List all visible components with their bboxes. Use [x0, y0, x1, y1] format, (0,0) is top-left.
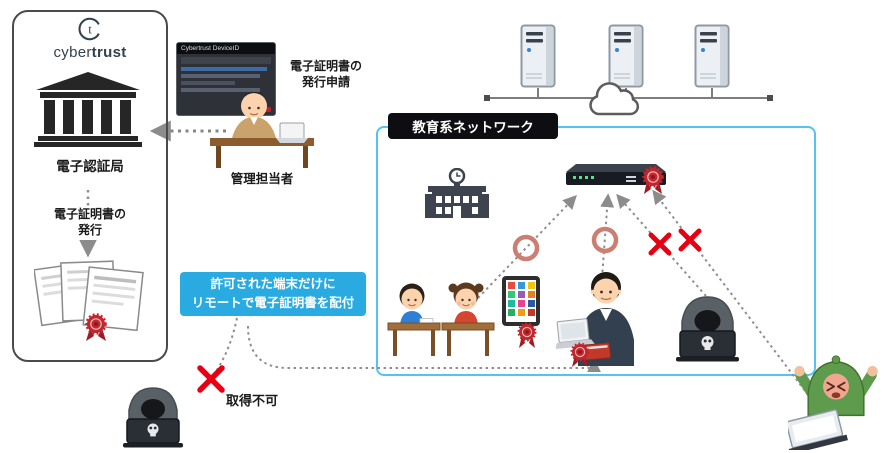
certificate-seal-icon — [85, 313, 107, 341]
hacker-illustration — [676, 296, 739, 362]
school-building-icon — [425, 168, 489, 218]
console-selected-row — [181, 67, 267, 71]
laptop-icon — [276, 122, 308, 143]
admin-person-illustration — [210, 92, 314, 168]
blocked-hacker-illustration — [123, 387, 183, 448]
certification-authority-box — [12, 10, 168, 362]
console-row — [181, 88, 261, 92]
certificate-stack-icon — [34, 260, 144, 341]
switch-seal-icon — [642, 166, 664, 194]
internet-cloud-icon — [589, 82, 640, 116]
teacher-illustration — [556, 272, 634, 367]
request-label: 電子証明書の 発行申請 — [278, 58, 374, 90]
deny-mark-acquisition — [197, 365, 225, 393]
cybertrust-mark-icon: t — [78, 17, 100, 41]
logo-text-cyber: cyber — [53, 44, 92, 61]
server-icon — [694, 24, 730, 88]
server-icon — [520, 24, 556, 88]
blocked-label: 取得不可 — [226, 393, 279, 408]
callout-line1: 許可された端末だけに — [210, 277, 336, 292]
logo-text-trust: trust — [91, 44, 127, 61]
skull-icon — [147, 423, 159, 437]
request-label-line2: 発行申請 — [301, 75, 350, 90]
frustrated-hacker-illustration — [788, 355, 878, 450]
ca-building-icon — [34, 72, 142, 147]
lan-endpoint-right — [767, 95, 773, 101]
console-row — [181, 74, 261, 78]
cybertrust-logo: t cybertrust — [12, 16, 168, 61]
network-switch-icon — [566, 164, 666, 185]
admin-label: 管理担当者 — [230, 172, 294, 186]
issue-label-line1: 電子証明書の — [51, 206, 128, 223]
console-row — [181, 81, 235, 85]
request-label-line1: 電子証明書の — [289, 59, 362, 73]
tilted-laptop-icon — [788, 409, 848, 450]
svg-text:t: t — [88, 22, 92, 37]
connector-denied-external — [201, 317, 238, 390]
issue-label: 電子証明書の 発行 — [40, 206, 140, 239]
education-network-box — [376, 126, 816, 376]
console-toolbar — [181, 57, 271, 64]
callout-line2: リモートで電子証明書を配付 — [191, 296, 355, 310]
students-illustration — [387, 276, 540, 356]
issue-label-line2: 発行 — [75, 222, 104, 239]
tablet-apps-icon — [502, 276, 540, 326]
ca-label: 電子認証局 — [56, 159, 124, 174]
network-title: 教育系ネットワーク — [388, 113, 558, 139]
lan-endpoint-left — [484, 95, 490, 101]
distribution-callout: 許可された端末だけに リモートで電子証明書を配付 — [180, 272, 366, 316]
server-icon — [608, 24, 644, 88]
admin-console-window-title: Cybertrust DeviceID — [177, 43, 275, 54]
tablet-seal-icon — [517, 322, 537, 348]
